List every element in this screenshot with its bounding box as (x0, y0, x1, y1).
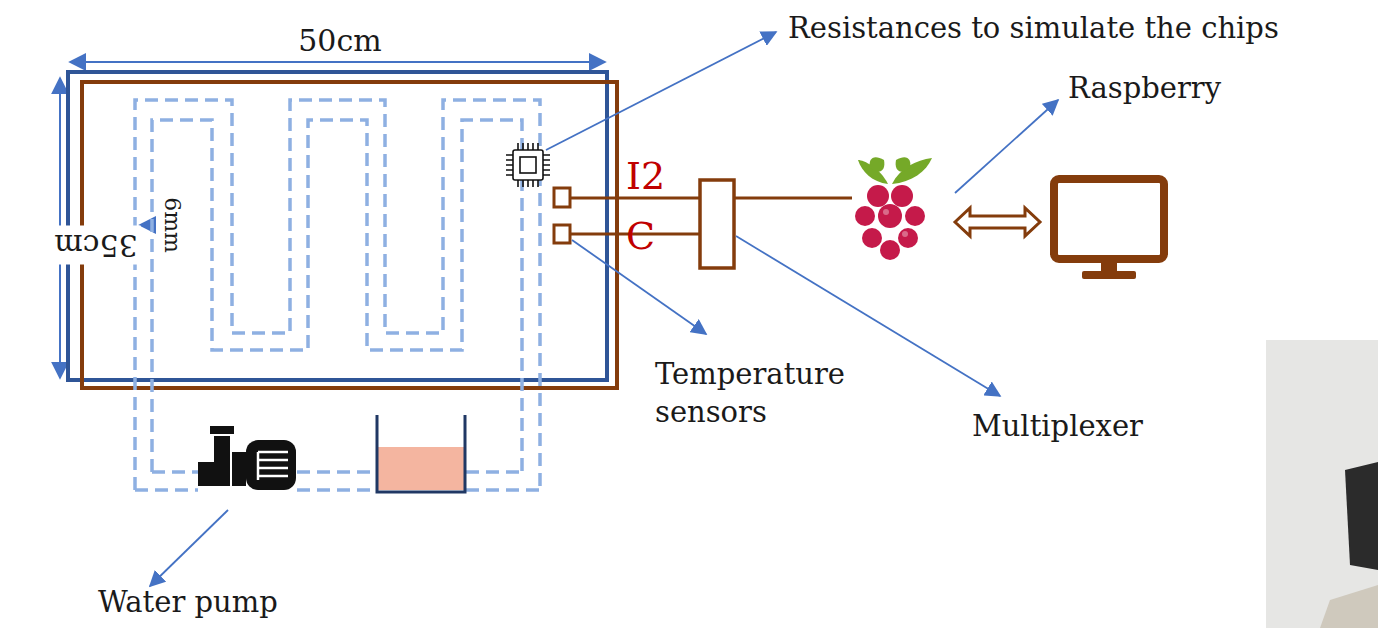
water-channel (135, 100, 540, 490)
leader-line (150, 32, 1058, 586)
signal-name: I2 (626, 152, 665, 201)
heater-plate (82, 82, 617, 388)
photo-object (1320, 585, 1378, 628)
dimension-label: 6mm (158, 197, 187, 253)
photo-fragment (1266, 340, 1378, 628)
water-reservoir (377, 415, 465, 492)
callout-label: Multiplexer (972, 408, 1143, 446)
water-pump-symbol (198, 426, 296, 490)
monitor-symbol (1054, 179, 1164, 279)
signal-name: C (626, 212, 655, 261)
dimension-arrow (140, 224, 152, 226)
callout-label: Raspberry (1068, 70, 1221, 108)
data-link-arrow (955, 208, 1040, 236)
dimension-label: 35cm (51, 226, 140, 265)
callout-label: Temperature sensors (655, 356, 890, 431)
temperature-sensor (554, 188, 570, 243)
photo-object (1345, 462, 1378, 570)
cold-plate (68, 72, 607, 380)
dimension-arrow (70, 61, 605, 63)
chip-symbol (506, 143, 550, 187)
multiplexer-box (700, 180, 734, 268)
callout-label: Water pump (98, 584, 278, 622)
callout-label: Resistances to simulate the chips (788, 10, 1279, 48)
dimension-label: 50cm (298, 21, 381, 60)
raspberry-logo (855, 157, 932, 260)
